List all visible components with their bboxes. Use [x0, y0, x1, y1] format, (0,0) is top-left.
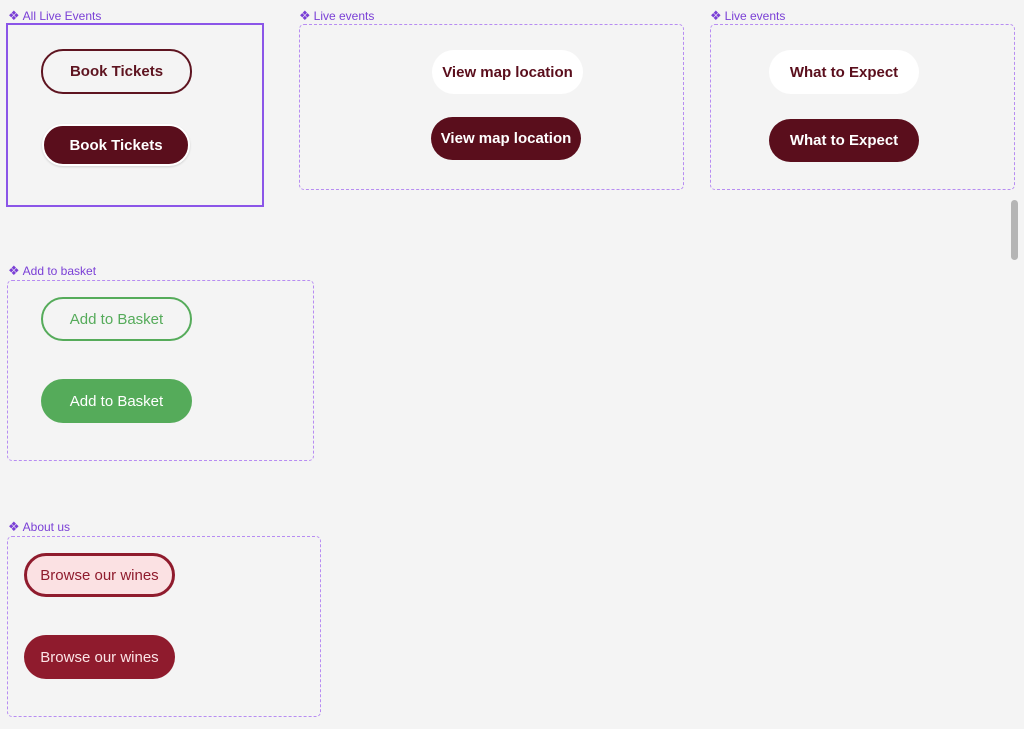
frame-label-all-live-events[interactable]: ❖ All Live Events — [8, 8, 102, 24]
vertical-scrollbar-thumb[interactable] — [1011, 200, 1018, 260]
frame-title: Live events — [313, 9, 375, 23]
component-diamond-icon: ❖ — [8, 263, 20, 278]
browse-our-wines-outline-button[interactable]: Browse our wines — [24, 553, 175, 597]
book-tickets-outline-button[interactable]: Book Tickets — [41, 49, 192, 94]
add-to-basket-solid-button[interactable]: Add to Basket — [41, 379, 192, 423]
view-map-location-solid-button[interactable]: View map location — [431, 117, 581, 160]
component-diamond-icon: ❖ — [8, 519, 20, 534]
frame-about-us[interactable] — [7, 536, 321, 717]
frame-label-live-events-map[interactable]: ❖ Live events — [299, 8, 375, 24]
frame-live-events-map[interactable] — [299, 24, 684, 190]
frame-label-live-events-expect[interactable]: ❖ Live events — [710, 8, 786, 24]
component-diamond-icon: ❖ — [299, 8, 311, 23]
frame-label-add-to-basket[interactable]: ❖ Add to basket — [8, 263, 97, 279]
component-diamond-icon: ❖ — [710, 8, 722, 23]
add-to-basket-outline-button[interactable]: Add to Basket — [41, 297, 192, 341]
book-tickets-solid-button[interactable]: Book Tickets — [42, 124, 190, 166]
frame-all-live-events[interactable] — [6, 23, 264, 207]
what-to-expect-solid-button[interactable]: What to Expect — [769, 119, 919, 162]
frame-add-to-basket[interactable] — [7, 280, 314, 461]
what-to-expect-white-button[interactable]: What to Expect — [769, 50, 919, 94]
frame-live-events-expect[interactable] — [710, 24, 1015, 190]
view-map-location-white-button[interactable]: View map location — [432, 50, 583, 94]
frame-title: About us — [22, 520, 71, 534]
frame-title: Live events — [724, 9, 786, 23]
frame-label-about-us[interactable]: ❖ About us — [8, 519, 71, 535]
frame-title: Add to basket — [22, 264, 97, 278]
component-diamond-icon: ❖ — [8, 8, 20, 23]
frame-title: All Live Events — [22, 9, 102, 23]
browse-our-wines-solid-button[interactable]: Browse our wines — [24, 635, 175, 679]
